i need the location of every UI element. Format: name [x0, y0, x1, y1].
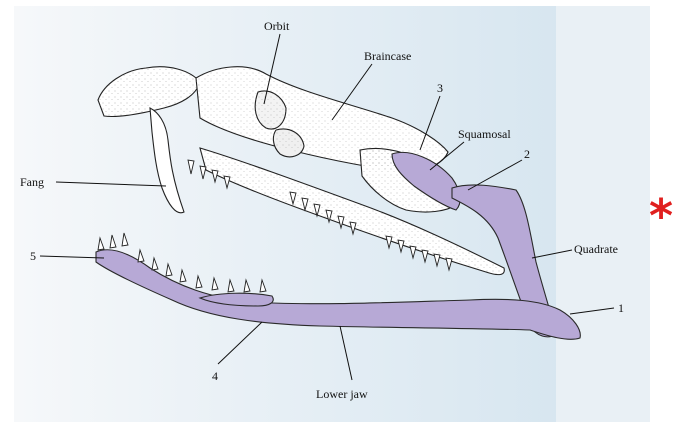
label-fang: Fang — [20, 175, 44, 189]
label-1: 1 — [618, 301, 624, 315]
label-quadrate: Quadrate — [574, 242, 618, 256]
label-orbit: Orbit — [264, 19, 290, 33]
red-asterisk-marker: * — [649, 193, 673, 239]
label-3: 3 — [437, 81, 443, 95]
label-2: 2 — [524, 147, 530, 161]
label-lower-jaw: Lower jaw — [316, 387, 368, 401]
label-braincase: Braincase — [364, 49, 411, 63]
label-5: 5 — [30, 249, 36, 263]
label-4: 4 — [212, 369, 218, 383]
label-squamosal: Squamosal — [458, 127, 511, 141]
